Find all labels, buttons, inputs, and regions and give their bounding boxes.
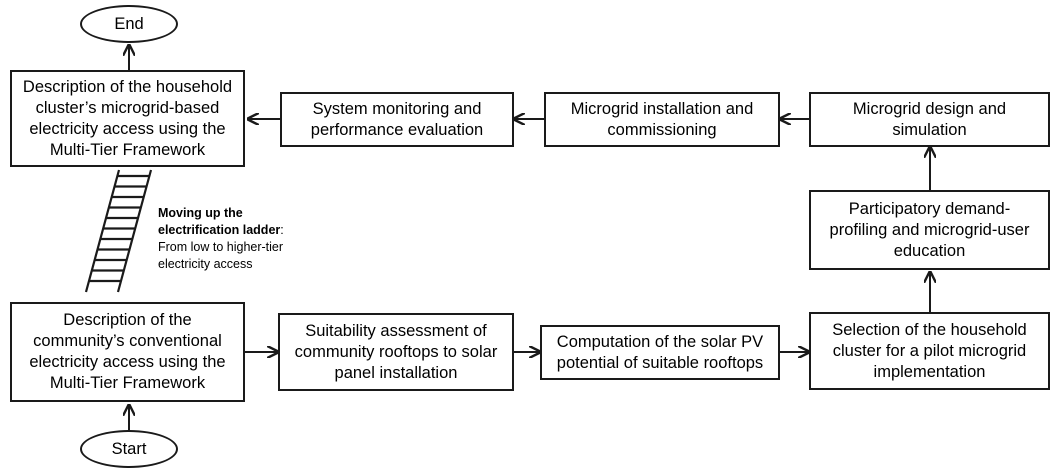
- start-terminal: Start: [80, 430, 178, 468]
- initial-description-box: Description of the community’s conventio…: [10, 302, 245, 402]
- design-text: Microgrid design and simulation: [852, 99, 1007, 139]
- ladder-note-body-line2: electricity access: [158, 257, 253, 271]
- installation-text: Microgrid installation and commissioning: [570, 99, 754, 139]
- installation-box: Microgrid installation and commissioning: [544, 92, 780, 147]
- suitability-box: Suitability assessment of community roof…: [278, 313, 514, 391]
- end-terminal: End: [80, 5, 178, 43]
- computation-text: Computation of the solar PV potential of…: [556, 332, 764, 372]
- ladder-note-body-line1: From low to higher-tier: [158, 240, 284, 254]
- profiling-box: Participatory demand- profiling and micr…: [809, 190, 1050, 270]
- computation-box: Computation of the solar PV potential of…: [540, 325, 780, 380]
- profiling-text: Participatory demand- profiling and micr…: [829, 199, 1030, 260]
- suitability-text: Suitability assessment of community roof…: [294, 321, 498, 382]
- ladder-icon: [84, 169, 153, 293]
- ladder-note: Moving up the electrification ladder: Fr…: [158, 205, 308, 273]
- monitoring-text: System monitoring and performance evalua…: [310, 99, 484, 139]
- monitoring-box: System monitoring and performance evalua…: [280, 92, 514, 147]
- final-description-text: Description of the household cluster’s m…: [22, 77, 233, 159]
- design-box: Microgrid design and simulation: [809, 92, 1050, 147]
- initial-description-text: Description of the community’s conventio…: [29, 311, 226, 392]
- selection-box: Selection of the household cluster for a…: [809, 312, 1050, 390]
- ladder-note-body: From low to higher-tier electricity acce…: [158, 239, 308, 273]
- start-label: Start: [111, 439, 147, 458]
- ladder-note-title-colon: :: [280, 223, 284, 237]
- final-description-box: Description of the household cluster’s m…: [10, 70, 245, 167]
- ladder-note-title-line2: electrification ladder: [158, 223, 281, 237]
- selection-text: Selection of the household cluster for a…: [832, 320, 1027, 381]
- ladder-note-title: Moving up the electrification ladder:: [158, 205, 308, 239]
- ladder-note-title-line1: Moving up the: [158, 206, 243, 220]
- end-label: End: [114, 14, 144, 33]
